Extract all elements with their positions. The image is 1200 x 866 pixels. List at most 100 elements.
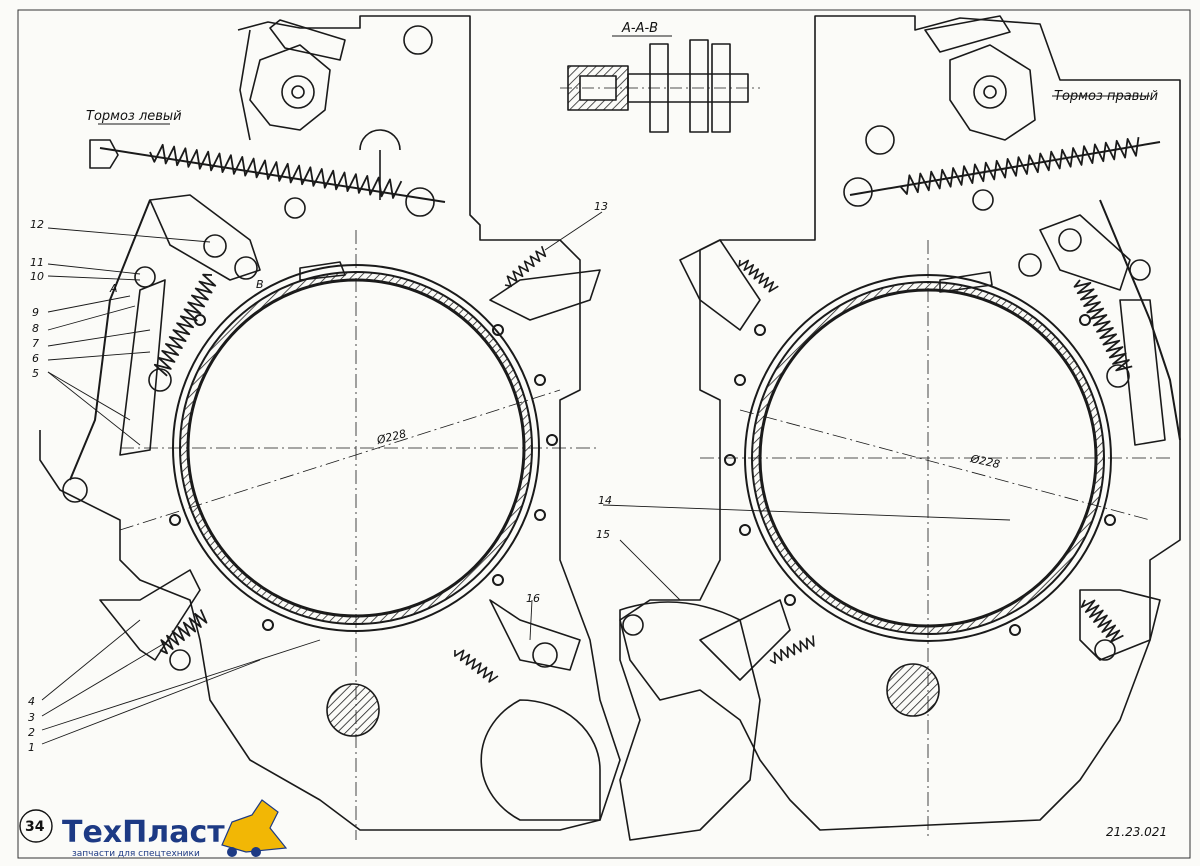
page-number-badge [19,809,53,843]
drawing-annotations: Тормоз левый Тормоз правый А-А-В А В Ø22… [28,21,1167,839]
right-housing-outline [619,15,1181,831]
right-band-stop-bottom [699,599,791,681]
left-upper-lever [249,44,331,131]
right-adjuster-body [1119,299,1166,446]
right-lever-pin [983,85,997,99]
callout-5: 5 [32,367,39,380]
left-lower-nut [169,649,191,671]
view-label-a: А [109,282,118,295]
left-rod-end [405,187,435,217]
right-shaft-section [886,663,940,717]
left-pin-10 [134,266,156,288]
callout-14: 14 [598,494,612,507]
callout-15: 15 [596,528,610,541]
brand-tagline: запчасти для спецтехники [72,849,200,859]
right-lower-spring [1080,599,1124,643]
callout-2: 2 [28,726,35,739]
right-upper-lever [949,44,1036,141]
callout-10: 10 [30,270,44,283]
left-pin-b [234,256,258,280]
left-adjust-spring [153,273,217,377]
left-tie-rod [69,199,151,481]
left-housing-bolt [403,25,433,55]
right-brake-title: Тормоз правый [1054,89,1158,104]
left-band-clamp [299,261,346,281]
left-lower-bracket [99,569,201,661]
left-housing-bolt-2 [284,197,306,219]
left-band-lever [149,194,261,281]
right-band-spring-bottom [769,635,815,664]
left-adjuster-body [119,279,166,456]
left-brake-title: Тормоз левый [86,109,182,124]
techplast-watermark: 34 ТехПласт запчасти для спецтехники [19,799,288,859]
callout-3: 3 [28,711,35,724]
left-boss [359,129,401,200]
left-rod-eye [89,139,119,169]
section-aab-detail [560,39,760,133]
sheet-frame [17,9,1191,859]
left-lower-cover [480,699,601,821]
excavator-logo-icon [221,799,288,857]
callout-16: 16 [526,592,540,605]
right-housing-bolt-2 [972,189,994,211]
callout-8: 8 [32,322,39,335]
left-housing-edge [239,29,251,141]
right-band-clamp [939,271,993,293]
right-band-lever [1039,214,1131,291]
right-lower-nut [1094,639,1116,661]
callout-7: 7 [32,337,39,350]
callout-leaders [41,35,1150,745]
left-lower-spring [159,609,208,655]
left-release-spring [149,143,403,199]
right-centerlines [700,240,1170,840]
right-housing-bolt [865,125,895,155]
right-lever-pivot [973,75,1007,109]
right-tie-rod [1099,199,1181,441]
callout-4: 4 [28,695,35,708]
callout-11: 11 [30,256,44,269]
left-band-clips [169,314,558,631]
brand-name: ТехПласт [62,815,225,850]
page-number: 34 [25,819,45,835]
left-stop-bolt-16 [532,642,558,668]
right-bolt-head [924,15,1011,53]
right-adjust-spring [1073,279,1133,372]
right-lower-bracket [1079,589,1161,661]
left-drum-dimension: Ø228 [375,427,408,447]
right-band-clips [724,314,1116,636]
left-anchor-pin [62,477,88,503]
left-shaft-section [326,683,380,737]
right-release-spring [899,136,1140,195]
callout-9: 9 [32,306,39,319]
right-band-stop-top [679,239,761,331]
right-pin-b [1018,253,1042,277]
right-lower-cover-15 [619,601,761,841]
left-bolt-head [269,19,346,61]
left-band-stop-bottom [489,599,581,671]
left-lever-pivot [281,75,315,109]
right-cover-bolt [622,614,644,636]
callout-12: 12 [30,218,44,231]
drawing-number: 21.23.021 [1106,825,1167,839]
left-band-eye [148,368,172,392]
left-band-spring-bottom [454,649,499,683]
right-pull-rod [849,141,1161,196]
left-centerlines [119,230,600,840]
left-housing-outline [39,15,621,831]
section-flange-2 [689,39,709,133]
callout-1: 1 [28,741,35,754]
right-brake-assembly [619,15,1181,841]
view-label-b: В [256,278,264,291]
left-band-stop-top [489,269,601,321]
left-lever-pin-12 [203,234,227,258]
left-band-spring-top [504,245,547,288]
left-brake-assembly [39,15,621,840]
callout-13: 13 [594,200,608,213]
callout-6: 6 [32,352,39,365]
right-drum-dimension: Ø228 [968,452,1001,471]
right-band-eye [1106,364,1130,388]
right-lever-pin-12 [1058,228,1082,252]
section-label: А-А-В [621,21,658,36]
